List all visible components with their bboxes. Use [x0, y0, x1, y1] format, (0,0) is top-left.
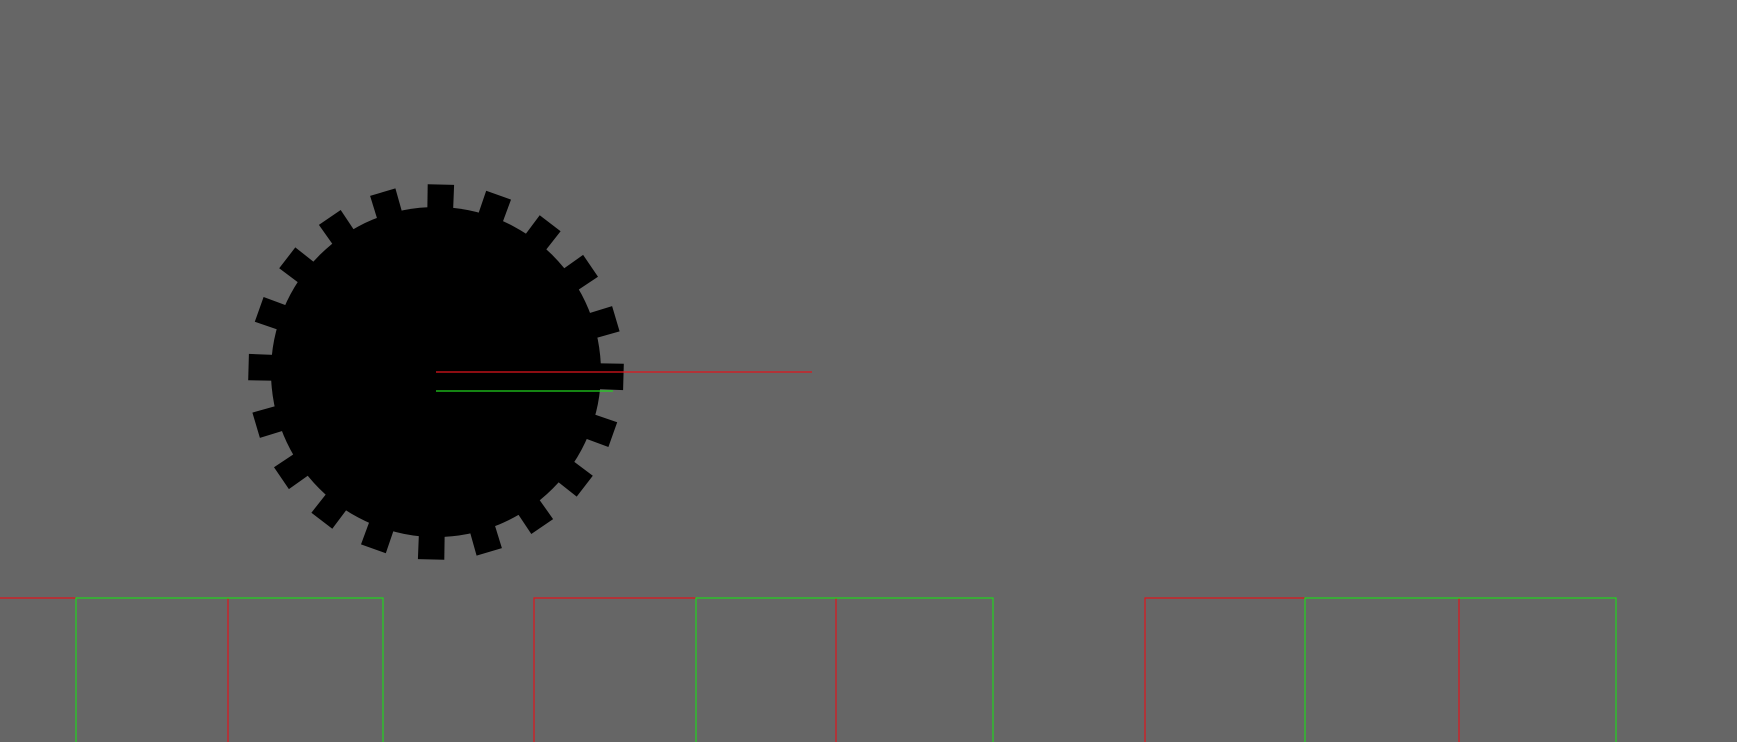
gear-teeth: [248, 184, 624, 560]
gear-tooth: [469, 521, 502, 556]
gear-tooth: [560, 254, 598, 293]
red-waveform-segment: [1144, 597, 1305, 742]
gear-tooth: [582, 413, 618, 447]
gear-tooth: [595, 363, 624, 391]
red-waveform: [0, 597, 1460, 742]
gear-tooth: [311, 490, 350, 529]
gear-tooth: [254, 297, 290, 331]
green-waveform-segment: [695, 597, 994, 742]
green-waveform: [75, 597, 1617, 742]
gear-tooth: [370, 188, 403, 223]
gear-tooth: [554, 458, 593, 497]
gear-tooth: [515, 496, 554, 534]
gear-tooth: [477, 190, 511, 226]
gear-tooth: [522, 215, 561, 254]
gear-tooth: [427, 184, 455, 213]
green-waveform-segment: [75, 597, 384, 742]
gear-tooth: [318, 210, 357, 248]
gear-tooth: [248, 353, 277, 381]
gear-tooth: [252, 405, 287, 438]
gear-tooth: [274, 451, 312, 490]
gear-tooth: [585, 306, 620, 339]
gear-tooth: [361, 518, 395, 554]
gear-tooth: [417, 531, 445, 560]
green-waveform-segment: [1304, 597, 1617, 742]
gear-tooth: [279, 247, 318, 286]
red-waveform-segment: [533, 597, 696, 742]
